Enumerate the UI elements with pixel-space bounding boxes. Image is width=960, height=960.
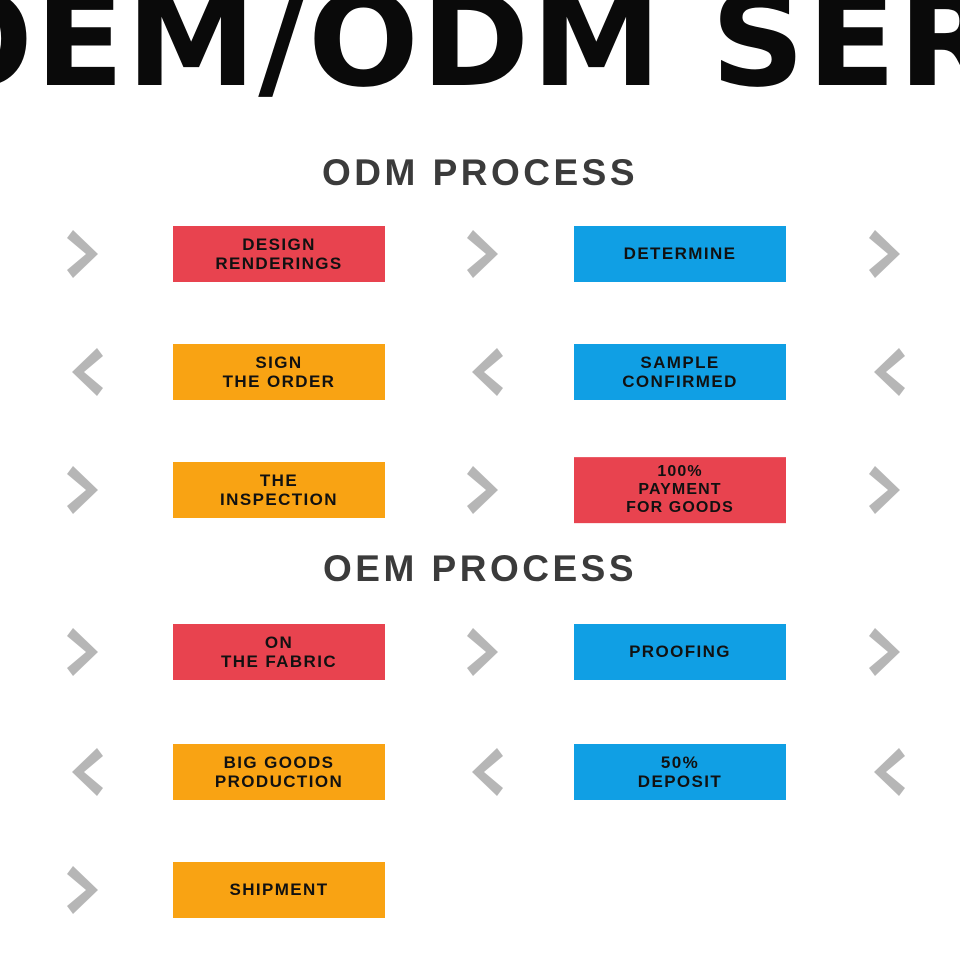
chevron-left-icon xyxy=(472,348,503,396)
arrow-cell-middle xyxy=(430,724,540,820)
arrow-cell-left xyxy=(30,724,140,820)
chevron-right-icon xyxy=(869,466,900,514)
chevron-right-icon xyxy=(67,628,98,676)
process-box-line: SAMPLE xyxy=(640,352,720,372)
process-box[interactable]: ON THE FABRIC xyxy=(173,624,385,680)
banner-title-text: OEM/ODM SERVICE xyxy=(0,0,960,116)
arrow-cell-left xyxy=(30,442,140,538)
arrow-cell-middle xyxy=(430,206,540,302)
process-box-cell[interactable]: THE INSPECTION xyxy=(173,442,385,538)
process-box-cell[interactable]: SHIPMENT xyxy=(173,842,385,938)
process-row-odm-1: DESIGN RENDERINGS DETERMINE xyxy=(0,206,960,302)
section-heading-oem: OEM PROCESS xyxy=(323,548,637,589)
process-box-line: PAYMENT xyxy=(638,481,722,499)
process-box-line: RENDERINGS xyxy=(215,254,343,273)
chevron-right-icon xyxy=(67,230,98,278)
chevron-left-icon xyxy=(874,748,905,796)
section-heading-odm: ODM PROCESS xyxy=(321,152,639,193)
chevron-right-icon xyxy=(467,628,498,676)
arrow-cell-middle xyxy=(430,442,540,538)
chevron-right-icon xyxy=(869,628,900,676)
process-box-line: DESIGN xyxy=(242,234,316,254)
chevron-right-icon xyxy=(67,866,98,914)
process-box-line: PROOFING xyxy=(629,642,731,662)
chevron-right-icon xyxy=(869,230,900,278)
process-box[interactable]: SHIPMENT xyxy=(173,862,385,918)
process-box-line: 100% xyxy=(657,463,703,481)
arrow-cell-right xyxy=(832,442,942,538)
process-row-oem-3: SHIPMENT xyxy=(0,842,960,938)
process-box-line: 50% xyxy=(660,752,700,772)
process-box-cell[interactable]: SIGN THE ORDER xyxy=(173,324,385,420)
process-box[interactable]: DESIGN RENDERINGS xyxy=(173,226,385,282)
process-box[interactable]: DETERMINE xyxy=(574,226,786,282)
arrow-cell-left xyxy=(30,604,140,700)
process-box[interactable]: BIG GOODS PRODUCTION xyxy=(173,744,385,800)
process-box-line: DETERMINE xyxy=(623,244,737,264)
process-box-line: DEPOSIT xyxy=(637,772,723,791)
process-box-line: SIGN xyxy=(255,352,303,372)
arrow-cell-left xyxy=(30,842,140,938)
arrow-cell-left xyxy=(30,206,140,302)
process-box-cell[interactable]: BIG GOODS PRODUCTION xyxy=(173,724,385,820)
process-box-line: PRODUCTION xyxy=(214,772,344,791)
process-box-line: THE FABRIC xyxy=(221,652,337,671)
process-box[interactable]: 100% PAYMENT FOR GOODS xyxy=(574,457,786,523)
process-box-line: THE ORDER xyxy=(222,372,336,391)
process-box[interactable]: THE INSPECTION xyxy=(173,462,385,518)
arrow-cell-right xyxy=(832,324,942,420)
process-box-cell[interactable]: 50% DEPOSIT xyxy=(574,724,786,820)
process-box[interactable]: 50% DEPOSIT xyxy=(574,744,786,800)
process-box-cell[interactable]: DETERMINE xyxy=(574,206,786,302)
process-box-line: CONFIRMED xyxy=(622,372,738,391)
process-box-line: ON xyxy=(264,632,294,652)
chevron-left-icon xyxy=(472,748,503,796)
chevron-left-icon xyxy=(874,348,905,396)
process-box-line: SHIPMENT xyxy=(229,880,329,900)
process-box-line: INSPECTION xyxy=(220,490,338,509)
process-box-line: BIG GOODS xyxy=(223,752,335,772)
chevron-right-icon xyxy=(467,230,498,278)
process-box-cell[interactable]: 100% PAYMENT FOR GOODS xyxy=(574,442,786,538)
chevron-right-icon xyxy=(467,466,498,514)
process-box-line: THE xyxy=(259,470,299,490)
arrow-cell-middle xyxy=(430,324,540,420)
process-row-oem-1: ON THE FABRIC PROOFING xyxy=(0,604,960,700)
banner-title: OEM/ODM SERVICE xyxy=(0,0,960,140)
arrow-cell-right xyxy=(832,604,942,700)
process-box[interactable]: SIGN THE ORDER xyxy=(173,344,385,400)
arrow-cell-right xyxy=(832,206,942,302)
arrow-cell-right xyxy=(832,724,942,820)
chevron-right-icon xyxy=(67,466,98,514)
process-box-cell[interactable]: PROOFING xyxy=(574,604,786,700)
arrow-cell-middle xyxy=(430,604,540,700)
process-box-cell[interactable]: DESIGN RENDERINGS xyxy=(173,206,385,302)
process-row-odm-3: THE INSPECTION 100% PAYMENT FOR GOO xyxy=(0,442,960,538)
chevron-left-icon xyxy=(72,348,103,396)
process-box[interactable]: PROOFING xyxy=(574,624,786,680)
process-row-oem-2: BIG GOODS PRODUCTION 50% DEPOSIT xyxy=(0,724,960,820)
process-row-odm-2: SIGN THE ORDER SAMPLE CONFIRMED xyxy=(0,324,960,420)
process-box-cell[interactable]: SAMPLE CONFIRMED xyxy=(574,324,786,420)
arrow-cell-left xyxy=(30,324,140,420)
process-box-cell[interactable]: ON THE FABRIC xyxy=(173,604,385,700)
process-box[interactable]: SAMPLE CONFIRMED xyxy=(574,344,786,400)
process-box-line: FOR GOODS xyxy=(626,498,734,516)
chevron-left-icon xyxy=(72,748,103,796)
